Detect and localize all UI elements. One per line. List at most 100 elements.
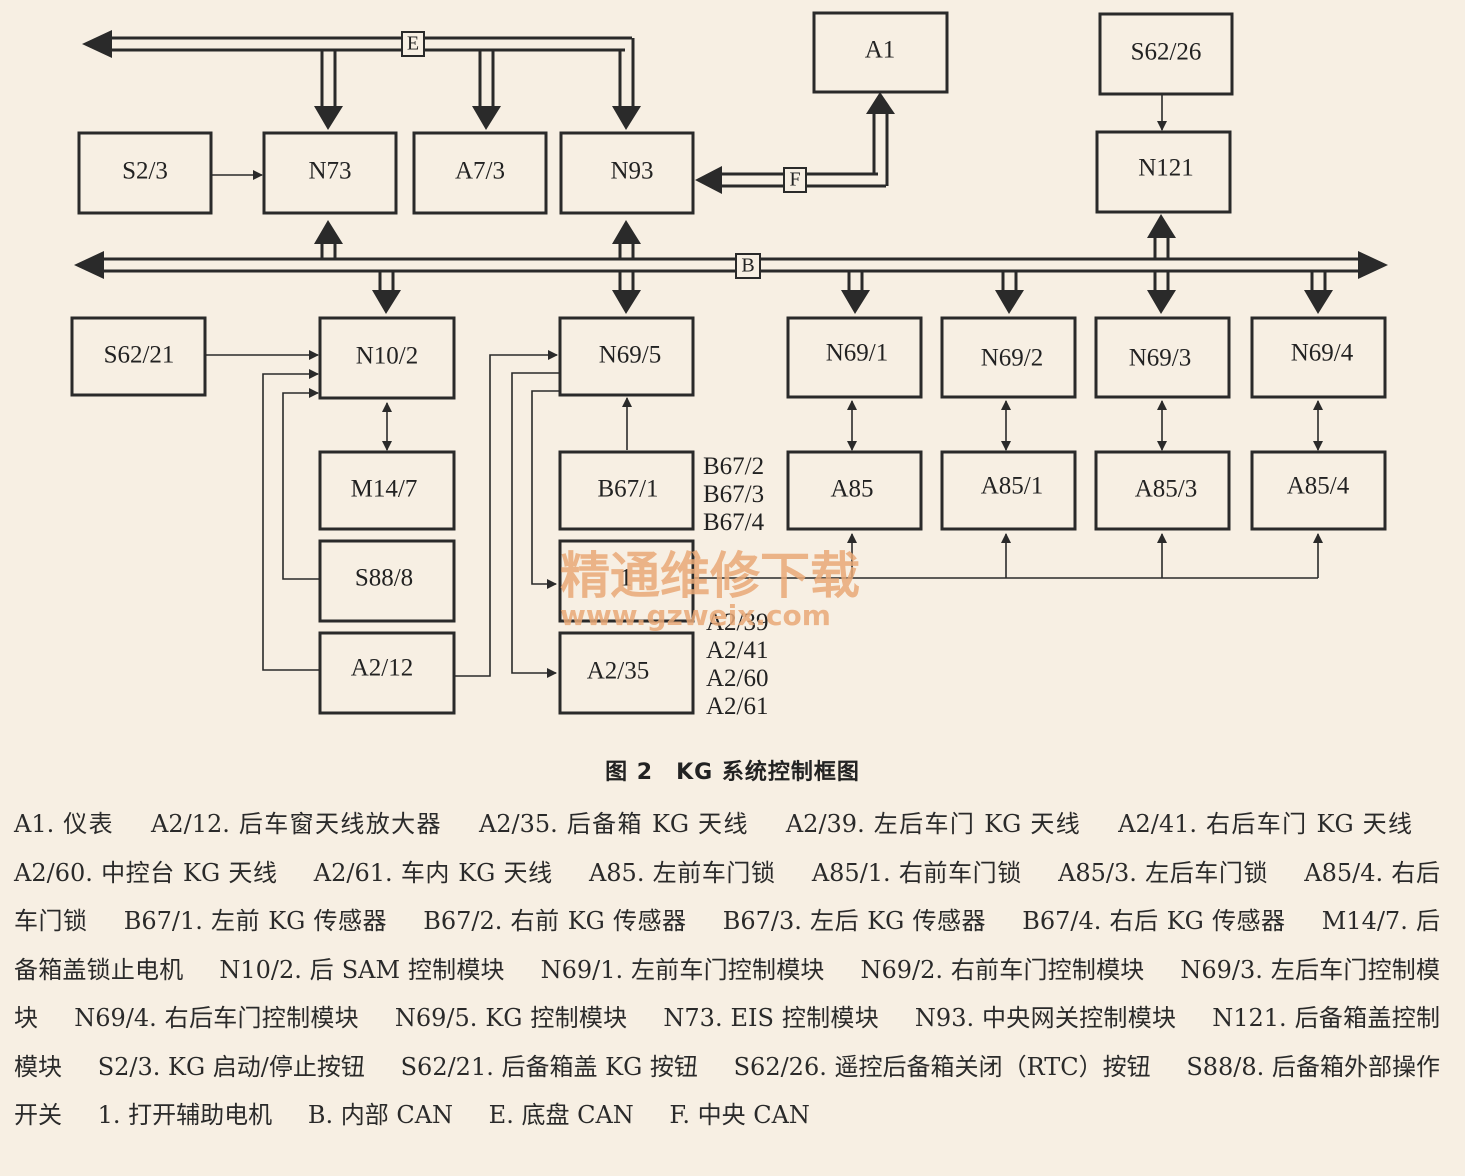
box-n69-4: N69/4 [1250,316,1387,399]
label-a2-41: A2/41 [706,637,769,664]
figure-legend: A1. 仪表 A2/12. 后车窗天线放大器 A2/35. 后备箱 KG 天线 … [14,800,1440,1140]
kg-system-block-diagram: E F [70,11,1388,720]
watermark-url: www.gzweix.com [560,599,831,632]
box-s62-26: S62/26 [1098,12,1234,96]
legend-item: S2/3. KG 启动/停止按钮 [97,1052,365,1081]
box-a2-35: A2/35 [558,631,695,715]
legend-item: S62/26. 遥控后备箱关闭（RTC）按钮 [733,1052,1151,1081]
box-n69-5: N69/5 [558,316,695,397]
label-a2-60: A2/60 [706,665,769,692]
box-n69-1: N69/1 [786,316,923,399]
box-1-aux-motor: 1 [558,539,695,623]
legend-item: B. 内部 CAN [307,1101,454,1129]
legend-item: A85/3. 左后车门锁 [1058,858,1269,887]
legend-item: A85/4. 右后车门锁 [14,858,1440,936]
svg-text:A85/4: A85/4 [1287,473,1350,500]
legend-item: A85/1. 右前车门锁 [811,858,1022,887]
svg-text:B: B [741,255,754,277]
svg-text:A2/35: A2/35 [587,658,650,685]
box-a1: A1 [812,11,949,94]
box-a7-3: A7/3 [412,131,548,215]
svg-text:N93: N93 [610,158,653,185]
box-n73: N73 [262,131,398,215]
svg-text:F: F [789,169,800,191]
legend-item: S88/8. 后备箱外部操作开关 [14,1052,1441,1130]
box-m14-7: M14/7 [318,450,456,531]
figure-caption: 图 2 KG 系统控制框图 [605,760,860,785]
legend-item: B67/3. 左后 KG 传感器 [722,907,987,935]
legend-item: A2/39. 左后车门 KG 天线 [785,810,1082,838]
box-s2-3: S2/3 [77,131,213,215]
bus-b-label: B [735,253,761,279]
svg-text:N69/5: N69/5 [599,342,662,369]
legend-item: N121. 后备箱盖控制模块 [14,1004,1440,1081]
box-n69-3: N69/3 [1094,316,1231,399]
legend-item: 1. 打开辅助电机 [97,1101,273,1129]
box-a85-1: A85/1 [940,450,1077,531]
label-b67-3: B67/3 [703,481,764,508]
svg-text:A7/3: A7/3 [455,158,505,185]
box-a2-12: A2/12 [318,631,456,715]
svg-text:S62/26: S62/26 [1131,39,1202,66]
svg-text:S2/3: S2/3 [122,158,168,185]
legend-item: N69/4. 右后车门控制模块 [74,1004,359,1032]
bus-b-lines [74,214,1388,314]
bus-e-lines [82,30,641,130]
legend-item: B67/4. 右后 KG 传感器 [1022,907,1286,935]
legend-item: S62/21. 后备箱盖 KG 按钮 [400,1052,698,1081]
legend-item: N10/2. 后 SAM 控制模块 [219,955,505,984]
svg-text:A2/12: A2/12 [351,655,414,682]
label-b67-2: B67/2 [703,453,764,480]
box-s62-21: S62/21 [70,316,207,397]
legend-item: A2/35. 后备箱 KG 天线 [478,810,749,838]
box-a85-3: A85/3 [1094,450,1231,531]
box-a85-4: A85/4 [1250,450,1387,531]
svg-text:N69/3: N69/3 [1129,345,1192,372]
svg-text:A1: A1 [865,37,896,64]
legend-item: B67/1. 左前 KG 传感器 [123,907,388,935]
svg-text:A85/1: A85/1 [981,473,1044,500]
legend-item: A1. 仪表 [14,810,114,838]
legend-item: N93. 中央网关控制模块 [914,1004,1177,1032]
box-s88-8: S88/8 [318,539,456,623]
svg-text:E: E [407,33,419,55]
svg-text:N10/2: N10/2 [356,343,419,370]
legend-item: A2/41. 右后车门 KG 天线 [1118,810,1413,838]
svg-text:A85: A85 [830,476,873,503]
legend-item: E. 底盘 CAN [488,1101,634,1129]
svg-text:S88/8: S88/8 [355,565,413,592]
legend-item: A2/12. 后车窗天线放大器 [151,810,442,838]
svg-text:N121: N121 [1138,155,1194,182]
box-n10-2: N10/2 [318,316,456,400]
svg-text:B67/1: B67/1 [597,476,658,503]
legend-item: A2/60. 中控台 KG 天线 [14,858,278,887]
box-n121: N121 [1095,130,1232,214]
legend-item: F. 中央 CAN [669,1101,810,1129]
label-a2-39: A2/39 [706,609,769,636]
svg-text:N69/2: N69/2 [981,345,1044,372]
svg-text:1: 1 [620,565,633,592]
legend-item: N73. EIS 控制模块 [663,1004,879,1032]
svg-text:N69/1: N69/1 [826,340,889,367]
box-n93: N93 [559,131,695,215]
watermark-title: 精通维修下载 [560,547,860,605]
legend-item: A2/61. 车内 KG 天线 [313,858,553,887]
svg-text:N69/4: N69/4 [1291,340,1354,367]
box-n69-2: N69/2 [940,316,1077,399]
svg-text:N73: N73 [308,158,351,185]
label-b67-4: B67/4 [703,509,765,536]
svg-text:A85/3: A85/3 [1135,476,1198,503]
legend-item: A85. 左前车门锁 [588,858,776,887]
box-a85: A85 [786,450,923,531]
legend-item: N69/1. 左前车门控制模块 [540,955,825,984]
legend-item: M14/7. 后备箱盖锁止电机 [14,907,1440,984]
box-b67-1: B67/1 [558,450,695,531]
svg-text:M14/7: M14/7 [351,476,418,503]
bus-f-label: F [783,167,807,193]
label-a2-61: A2/61 [706,693,769,720]
legend-item: N69/3. 左后车门控制模块 [14,955,1440,1033]
bus-e-label: E [401,31,425,57]
svg-text:S62/21: S62/21 [104,342,175,369]
legend-item: N69/2. 右前车门控制模块 [860,955,1145,984]
legend-item: B67/2. 右前 KG 传感器 [423,907,687,935]
